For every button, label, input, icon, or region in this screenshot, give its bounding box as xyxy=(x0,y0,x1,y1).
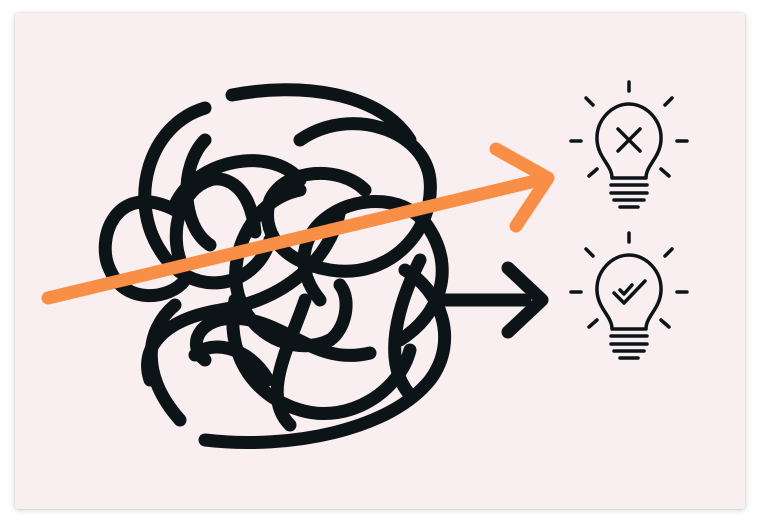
illustration-frame xyxy=(15,13,745,509)
untangled-arrow-icon xyxy=(501,261,549,339)
lightbulb-x-icon xyxy=(569,80,689,209)
tangle-to-idea-illustration xyxy=(15,13,745,509)
lightbulb-check-icon xyxy=(569,231,689,360)
tangled-line-icon xyxy=(98,83,532,449)
straight-arrow-icon xyxy=(41,142,555,305)
